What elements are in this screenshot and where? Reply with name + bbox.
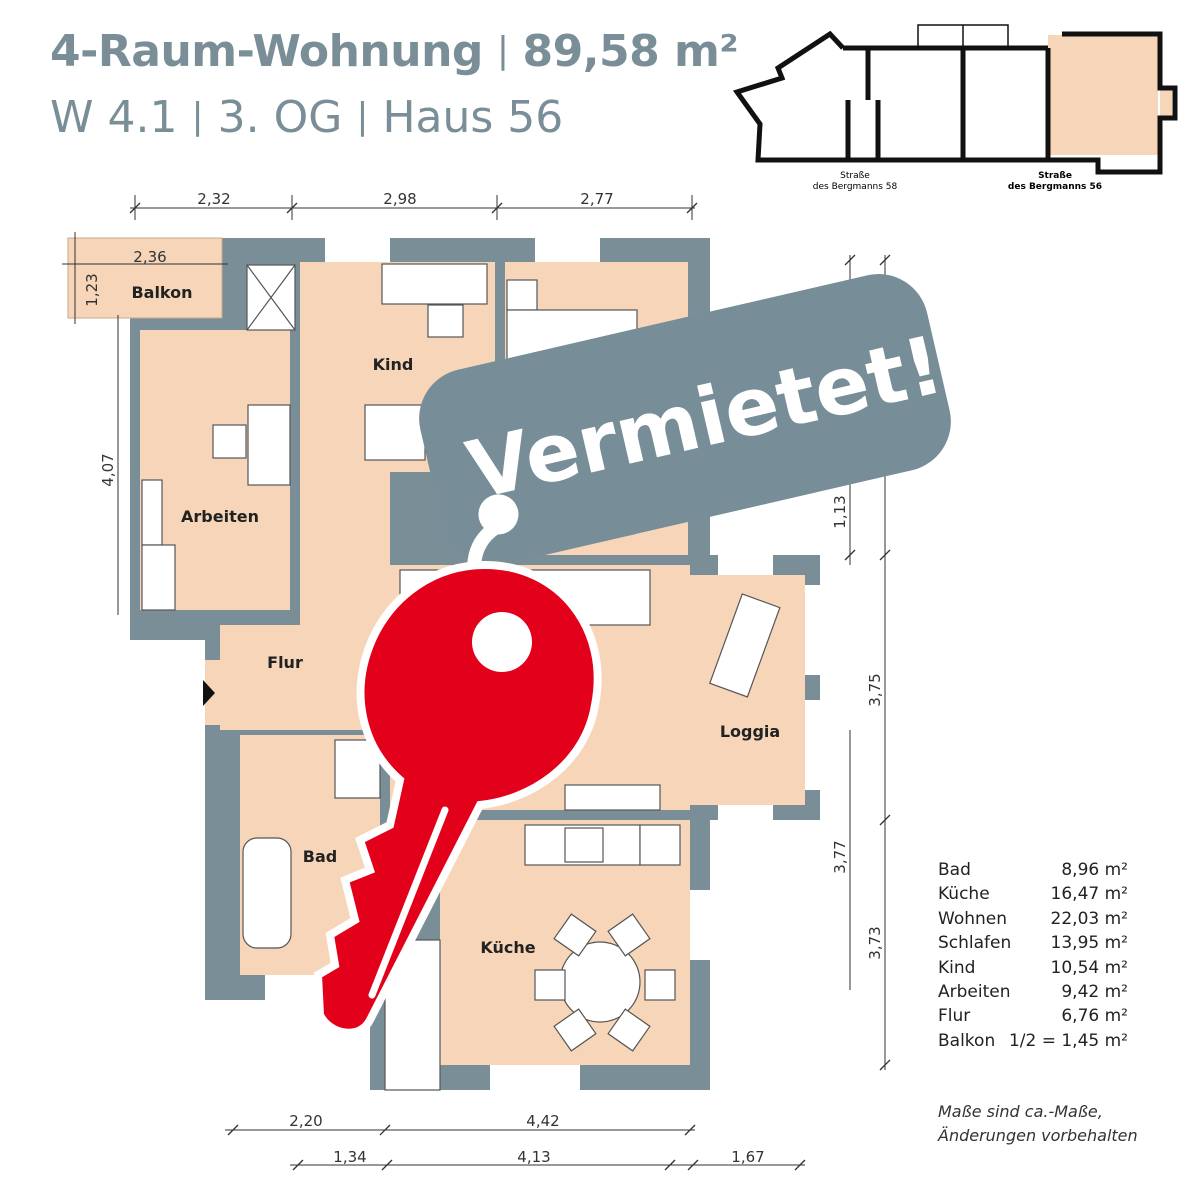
- label-loggia: Loggia: [720, 722, 780, 741]
- area-value: 16,47 m²: [1050, 884, 1128, 905]
- area-row: Arbeiten 9,42 m²: [938, 982, 1128, 1006]
- dim-bottom-1: 2,20: [289, 1112, 322, 1130]
- label-flur: Flur: [267, 653, 303, 672]
- area-row: Küche 16,47 m²: [938, 884, 1128, 908]
- room-balkon: [67, 237, 223, 319]
- separator: |: [496, 30, 509, 71]
- label-kueche: Küche: [480, 938, 535, 957]
- area-value: 1/2 = 1,45 m²: [1008, 1030, 1128, 1051]
- title-text: 4-Raum-Wohnung: [50, 26, 483, 77]
- label-balkon: Balkon: [131, 283, 192, 302]
- disclaimer: Maße sind ca.-Maße, Änderungen vorbehalte…: [938, 1100, 1138, 1148]
- area-row: Balkon 1/2 = 1,45 m²: [938, 1031, 1128, 1055]
- area-room: Flur: [938, 1006, 971, 1027]
- area-room: Küche: [938, 884, 990, 905]
- dimension-ticks: [129, 202, 891, 1171]
- area-room: Schlafen: [938, 933, 1012, 954]
- dim-balkon-width: 2,36: [133, 248, 166, 266]
- floor: 3. OG: [217, 92, 343, 143]
- area-row: Kind 10,54 m²: [938, 958, 1128, 982]
- area-value: 8,96 m²: [1061, 860, 1128, 880]
- disclaimer-line: Änderungen vorbehalten: [938, 1126, 1138, 1145]
- label-kind: Kind: [373, 355, 414, 374]
- dim-right-d: 3,73: [866, 926, 884, 959]
- area-row: Wohnen 22,03 m²: [938, 909, 1128, 933]
- disclaimer-line: Maße sind ca.-Maße,: [938, 1102, 1103, 1121]
- dim-top-2: 2,98: [383, 190, 416, 208]
- label-bad: Bad: [303, 847, 337, 866]
- title: 4-Raum-Wohnung | 89,58 m²: [50, 26, 739, 77]
- site-plan: Straße des Bergmanns 58 Straße des Bergm…: [732, 24, 1178, 192]
- street-label-56: Straße: [1038, 171, 1072, 181]
- entrance-arrow-icon: [203, 680, 215, 706]
- area-room: Bad: [938, 860, 971, 880]
- area-row: Bad 8,96 m²: [938, 860, 1128, 884]
- windows: [265, 238, 820, 1090]
- area-row: Schlafen 13,95 m²: [938, 933, 1128, 957]
- area-room: Wohnen: [938, 908, 1007, 929]
- key-icon: [313, 560, 602, 1037]
- area-value: 10,54 m²: [1050, 957, 1128, 978]
- entrance: [205, 660, 225, 725]
- corridor: [300, 472, 390, 632]
- dim-bottom-2: 4,42: [526, 1112, 559, 1130]
- area-room: Arbeiten: [938, 981, 1011, 1002]
- address-56: des Bergmanns 56: [1008, 182, 1102, 192]
- area-value: 13,95 m²: [1050, 933, 1128, 954]
- area-value: 9,42 m²: [1061, 981, 1128, 1002]
- subtitle: W 4.1 | 3. OG | Haus 56: [50, 92, 563, 143]
- dim-top-3: 2,77: [580, 190, 613, 208]
- dim-right-a: 1,13: [831, 495, 849, 528]
- rented-tag: Vermietet!: [419, 274, 951, 566]
- address-58: des Bergmanns 58: [813, 182, 898, 192]
- area-room: Kind: [938, 957, 976, 978]
- area-room: Balkon: [938, 1030, 996, 1051]
- dim-bottom-4: 4,13: [517, 1148, 550, 1166]
- dim-bottom-5: 1,67: [731, 1148, 764, 1166]
- street-label-58: Straße: [840, 171, 870, 181]
- total-area: 89,58 m²: [522, 26, 739, 77]
- house: Haus 56: [382, 92, 564, 143]
- separator: |: [356, 96, 369, 137]
- separator: |: [191, 96, 204, 137]
- dim-right-b: 3,75: [866, 673, 884, 706]
- label-arbeiten: Arbeiten: [181, 507, 259, 526]
- area-row: Flur 6,76 m²: [938, 1006, 1128, 1030]
- dim-right-c: 3,77: [831, 840, 849, 873]
- dim-top-1: 2,32: [197, 190, 230, 208]
- highlighted-unit: [1048, 35, 1158, 155]
- dim-balkon-height: 1,23: [83, 273, 101, 306]
- area-value: 22,03 m²: [1050, 908, 1128, 929]
- area-value: 6,76 m²: [1061, 1006, 1128, 1027]
- unit-id: W 4.1: [50, 92, 178, 143]
- dim-left: 4,07: [99, 453, 117, 486]
- dim-bottom-3: 1,34: [333, 1148, 366, 1166]
